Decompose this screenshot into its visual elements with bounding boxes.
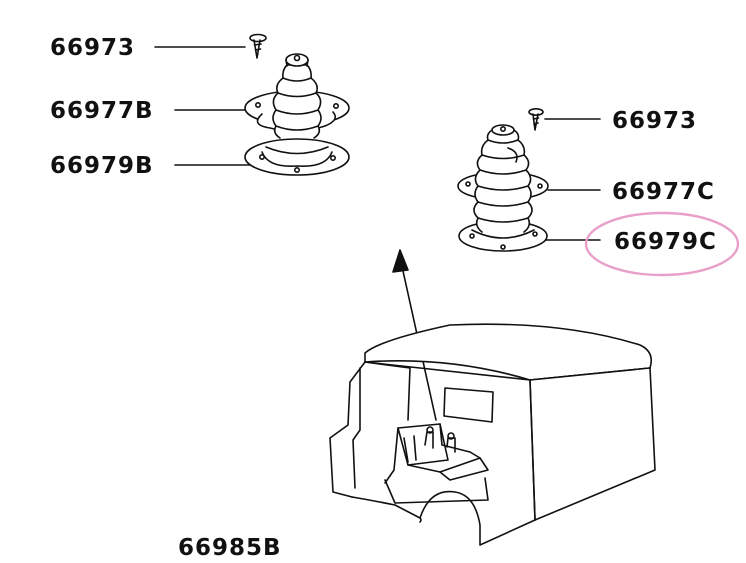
part-label-cab-assembly: 66985B bbox=[178, 535, 282, 561]
part-label-boot-upper-left: 66977B bbox=[50, 98, 154, 124]
boot-lower-left-drawing bbox=[244, 138, 350, 176]
boot-upper-right-drawing bbox=[457, 124, 549, 233]
part-label-boot-lower-right: 66979C bbox=[614, 229, 717, 255]
boot-upper-left-drawing bbox=[244, 53, 350, 139]
part-label-screw-left: 66973 bbox=[50, 35, 136, 61]
part-label-boot-upper-right: 66977C bbox=[612, 179, 715, 205]
part-label-screw-right: 66973 bbox=[612, 108, 698, 134]
cab-assembly-drawing bbox=[329, 323, 656, 546]
screw-left-drawing bbox=[249, 33, 267, 59]
highlight-oval bbox=[584, 211, 740, 277]
part-label-boot-lower-left: 66979B bbox=[50, 153, 154, 179]
screw-right-drawing bbox=[528, 108, 544, 131]
